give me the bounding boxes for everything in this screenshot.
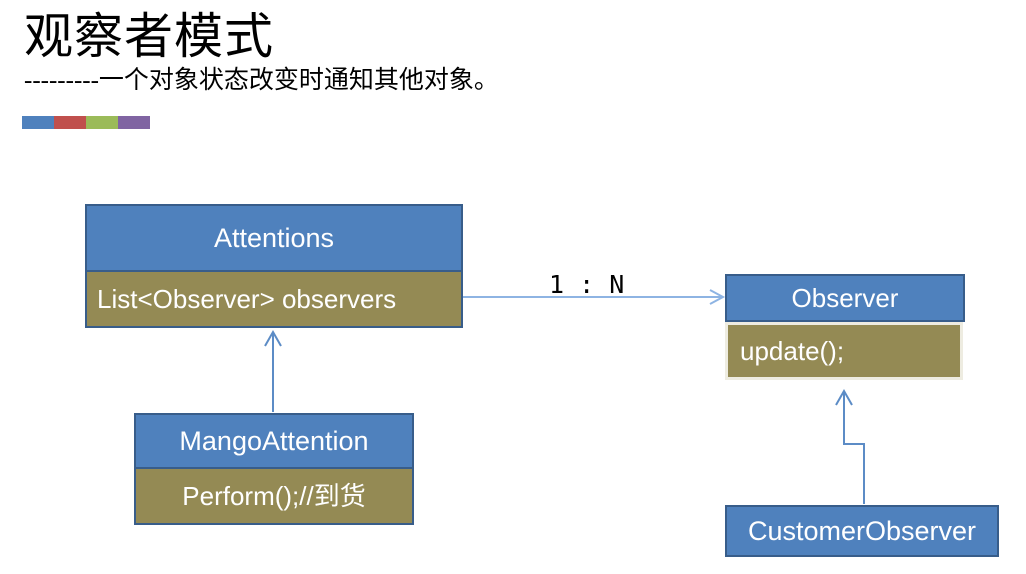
class-box-customerobserver[interactable]: CustomerObserver — [725, 505, 999, 557]
class-name-mangoattention: MangoAttention — [134, 413, 414, 469]
class-member-mangoattention-perform: Perform();//到货 — [134, 469, 414, 525]
title-block: 观察者模式 ---------一个对象状态改变时通知其他对象。 — [24, 8, 924, 96]
class-member-attentions-observers: List<Observer> observers — [85, 272, 463, 328]
color-swatch-purple — [118, 116, 150, 129]
class-box-mangoattention[interactable]: MangoAttention Perform();//到货 — [134, 413, 414, 525]
connector-attentions-to-observer — [463, 289, 726, 305]
page-subtitle: ---------一个对象状态改变时通知其他对象。 — [24, 67, 499, 94]
page-title: 观察者模式 — [24, 9, 275, 64]
association-label-1-to-n: 1 : N — [549, 270, 625, 299]
class-box-attentions[interactable]: Attentions List<Observer> observers — [85, 204, 463, 328]
class-name-attentions: Attentions — [85, 204, 463, 272]
class-name-observer: Observer — [725, 274, 965, 322]
color-swatch-red — [54, 116, 86, 129]
connector-customer-to-observer — [835, 388, 865, 504]
class-box-observer[interactable]: Observer update(); — [725, 274, 965, 380]
decorative-color-bar — [22, 116, 150, 129]
color-swatch-green — [86, 116, 118, 129]
connector-mango-to-attentions — [264, 329, 282, 412]
color-swatch-blue — [22, 116, 54, 129]
class-name-customerobserver: CustomerObserver — [725, 505, 999, 557]
class-member-observer-update: update(); — [725, 322, 963, 380]
